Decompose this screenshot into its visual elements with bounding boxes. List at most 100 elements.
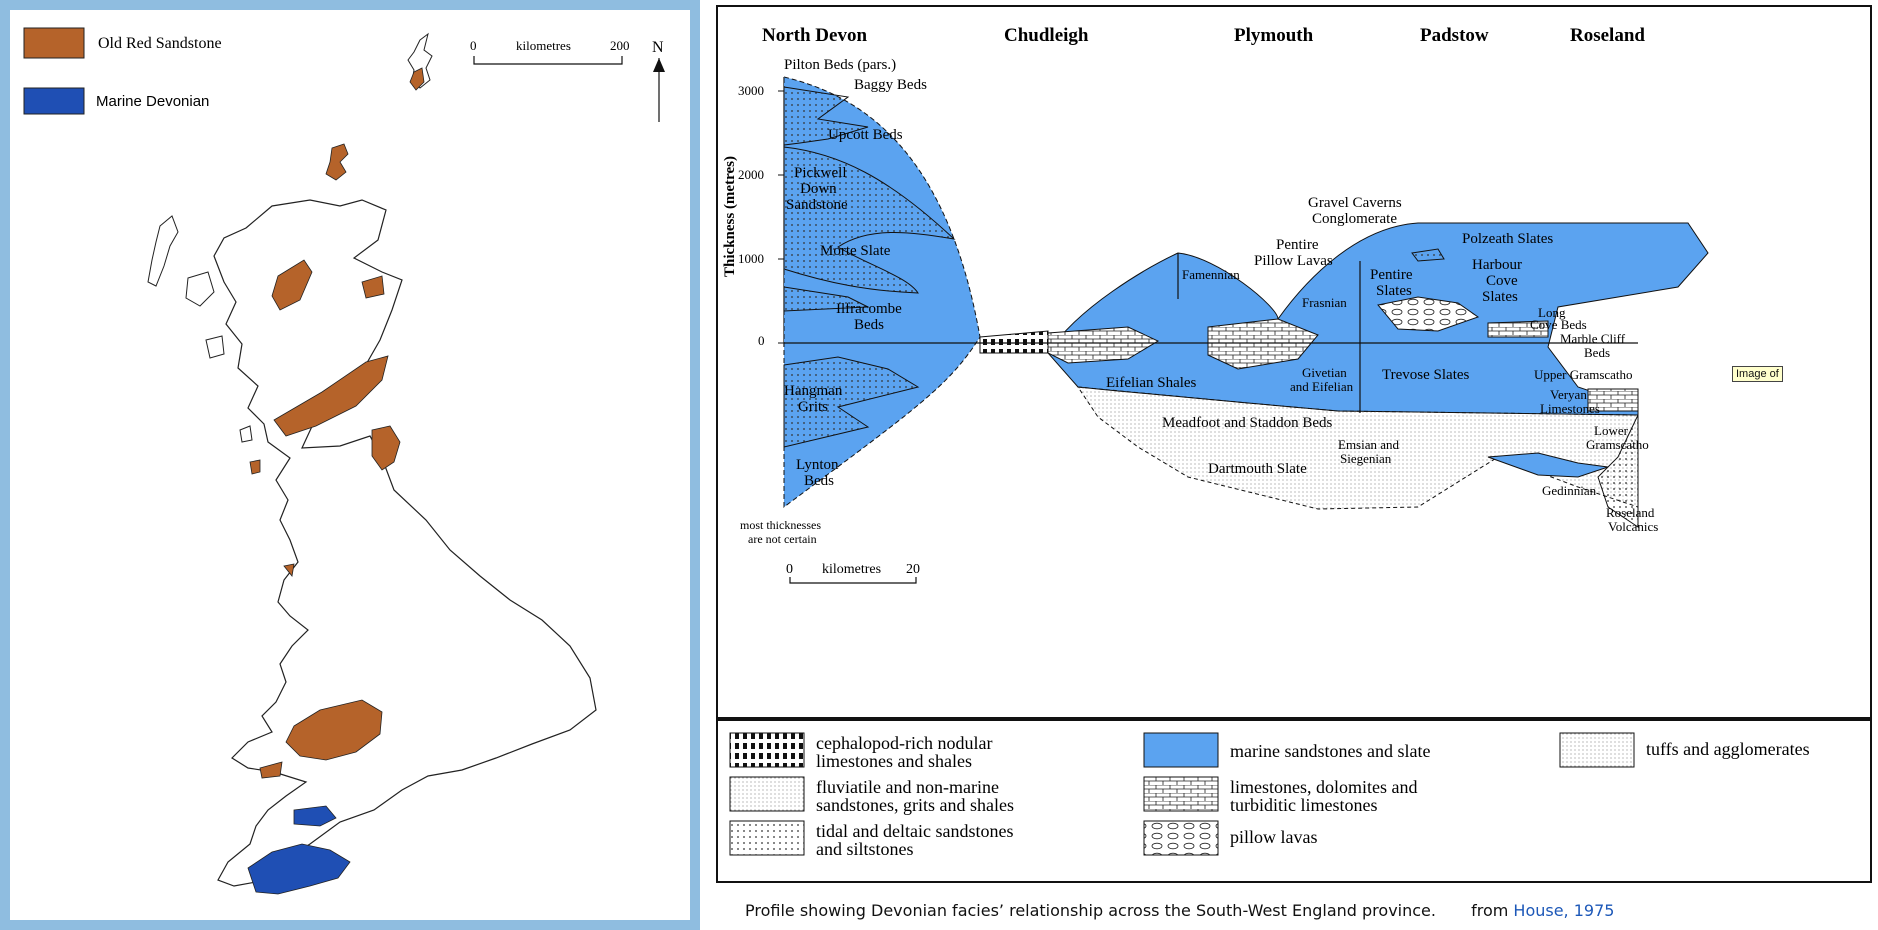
facies-legend-svg: cephalopod-rich nodular limestones and s… <box>729 732 1810 859</box>
label-roseland: Roseland <box>1606 505 1655 520</box>
facies-profile-diagram: North Devon Chudleigh Plymouth Padstow R… <box>722 25 1709 584</box>
label-morte-slate: Morte Slate <box>820 243 891 259</box>
profile-scale-end: 20 <box>906 562 920 577</box>
label-emsian-and: Emsian and <box>1338 437 1400 452</box>
label-dartmouth-slate: Dartmouth Slate <box>1208 461 1307 477</box>
legend-nodular-2: limestones and shales <box>816 751 972 771</box>
label-pickwell: Pickwell <box>794 165 847 181</box>
label-gravel-caverns: Gravel Caverns <box>1308 195 1402 211</box>
old-red-swatch <box>23 27 85 59</box>
exmoor-marine-devonian <box>293 805 337 827</box>
profile-scale-bar <box>789 577 917 584</box>
location-roseland: Roseland <box>1570 25 1645 46</box>
tuff-swatch <box>1559 732 1635 768</box>
label-meadfoot-staddon: Meadfoot and Staddon Beds <box>1162 415 1333 431</box>
map-scale-bar <box>473 56 623 65</box>
chudleigh-nodular-limestone <box>979 330 1049 354</box>
baggy-beds-wedge <box>783 86 869 146</box>
label-famennian: Famennian <box>1182 267 1240 282</box>
label-baggy-beds: Baggy Beds <box>854 77 927 93</box>
label-frasnian: Frasnian <box>1302 295 1347 310</box>
label-upper-gramscatho: Upper Gramscatho <box>1534 367 1633 382</box>
legend-limestone-1: limestones, dolomites and <box>1230 777 1417 797</box>
label-long: Long <box>1538 305 1566 320</box>
figure-caption: Profile showing Devonian facies’ relatio… <box>745 901 1614 920</box>
arran-outline <box>239 425 253 443</box>
midland-valley-old-red <box>273 355 389 437</box>
great-britain-outline <box>213 199 597 887</box>
label-marble-cliff-beds: Beds <box>1584 345 1610 360</box>
hangman-grits-wedge <box>783 356 920 448</box>
label-pillow-lavas: Pillow Lavas <box>1254 253 1333 269</box>
image-tooltip: Image of <box>1732 366 1783 382</box>
location-plymouth: Plymouth <box>1234 25 1314 46</box>
britain-map: Old Red Sandstone Marine Devonian 0 kilo… <box>23 27 665 895</box>
label-cove-beds: Cove Beds <box>1530 317 1587 332</box>
caption-source-link[interactable]: House, 1975 <box>1513 901 1615 920</box>
legend-pillow-lavas: pillow lavas <box>1230 827 1318 847</box>
moray-old-red <box>271 259 313 311</box>
lake-district-old-red <box>283 563 295 577</box>
pickwell-down-sandstone-wedge <box>783 146 956 294</box>
kintyre-old-red <box>249 459 261 475</box>
location-north-devon: North Devon <box>762 25 867 46</box>
label-givetian: Givetian <box>1302 365 1347 380</box>
skye-outline <box>185 271 215 307</box>
y-tick-3000: 3000 <box>738 83 764 98</box>
caption-source-prefix: from <box>1471 901 1509 920</box>
label-veryan: Veryan <box>1550 387 1587 402</box>
y-axis-label: Thickness (metres) <box>722 156 738 277</box>
legend-old-red-label: Old Red Sandstone <box>98 35 222 52</box>
legend-marine: marine sandstones and slate <box>1230 741 1430 761</box>
label-pentire: Pentire <box>1276 237 1319 253</box>
label-lynton: Lynton <box>796 457 839 473</box>
outer-hebrides-outline <box>147 215 179 287</box>
label-hangman: Hangman <box>784 383 843 399</box>
label-ilfracombe: Ilfracombe <box>836 301 902 317</box>
legend-fluviatile-2: sandstones, grits and shales <box>816 795 1014 815</box>
label-pentire-slates-2: Slates <box>1376 283 1412 299</box>
nodular-limestone-swatch <box>729 732 805 768</box>
shetland-old-red <box>409 67 425 91</box>
label-gedinnian: Gedinnian <box>1542 483 1597 498</box>
limestone-swatch <box>1143 776 1219 812</box>
label-and-eifelian: and Eifelian <box>1290 379 1354 394</box>
label-volcanics: Volcanics <box>1608 519 1658 534</box>
label-trevose-slates: Trevose Slates <box>1382 367 1470 383</box>
plymouth-limestone-lens <box>1207 318 1319 370</box>
north-arrow-icon <box>653 58 665 72</box>
legend-limestone-2: turbiditic limestones <box>1230 795 1377 815</box>
map-panel: Old Red Sandstone Marine Devonian 0 kilo… <box>10 10 690 920</box>
marble-cliff-limestone <box>1487 320 1549 338</box>
location-chudleigh: Chudleigh <box>1004 25 1089 46</box>
label-eifelian-shales: Eifelian Shales <box>1106 375 1197 391</box>
y-tick-2000: 2000 <box>738 167 764 182</box>
label-lower: Lower <box>1594 423 1629 438</box>
borders-old-red <box>371 425 401 471</box>
label-pentire-slates-1: Pentire <box>1370 267 1413 283</box>
profile-scale-start: 0 <box>786 562 793 577</box>
roseland-volcanics <box>1597 414 1639 528</box>
thickness-note-2: are not certain <box>748 532 817 546</box>
pentire-pillow-lavas <box>1377 296 1480 332</box>
cornwall-marine-devonian <box>247 843 351 895</box>
legend-fluviatile-1: fluviatile and non-marine <box>816 777 999 797</box>
caption-text: Profile showing Devonian facies’ relatio… <box>745 901 1436 920</box>
label-grits: Grits <box>798 399 828 415</box>
buchan-old-red <box>361 275 385 299</box>
label-harbour: Harbour <box>1472 257 1522 273</box>
map-scale-start: 0 <box>470 38 477 53</box>
label-upcott-beds: Upcott Beds <box>828 127 903 143</box>
marine-swatch <box>1143 732 1219 768</box>
map-scale-end: 200 <box>610 38 630 53</box>
label-pilton-beds: Pilton Beds (pars.) <box>784 57 896 73</box>
pembroke-old-red <box>259 761 283 779</box>
label-ilfracombe-beds: Beds <box>854 317 884 333</box>
facies-legend: cephalopod-rich nodular limestones and s… <box>716 719 1872 883</box>
legend-marine-devonian-label: Marine Devonian <box>96 93 209 110</box>
tidal-swatch <box>729 820 805 856</box>
legend-tidal-1: tidal and deltaic sandstones <box>816 821 1013 841</box>
profile-scale-label: kilometres <box>822 562 881 577</box>
label-polzeath-slates: Polzeath Slates <box>1462 231 1553 247</box>
fluviatile-swatch <box>729 776 805 812</box>
